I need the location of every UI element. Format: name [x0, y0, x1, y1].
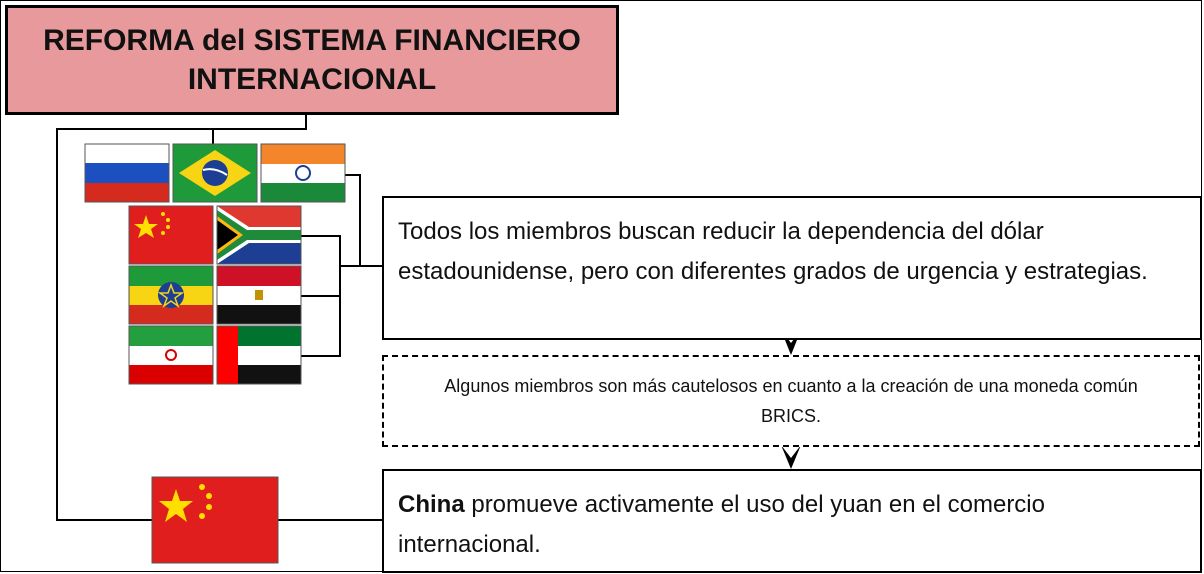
- india-flag: [260, 143, 346, 203]
- russia-flag: [84, 143, 170, 203]
- dependency-reduction-text: Todos los miembros buscan reducir la dep…: [398, 218, 1148, 285]
- south-africa-flag: [216, 205, 302, 265]
- bracket-india: [345, 174, 361, 266]
- brazil-flag: [172, 143, 258, 203]
- dependency-reduction-box: Todos los miembros buscan reducir la dep…: [382, 196, 1202, 340]
- cautious-members-box: Algunos miembros son más cautelosos en c…: [382, 355, 1200, 447]
- china-label: China: [398, 491, 465, 518]
- egypt-flag: [216, 265, 302, 325]
- china-yuan-box: China promueve activamente el uso del yu…: [382, 469, 1202, 573]
- china-flag: [128, 205, 214, 265]
- diagram-title: REFORMA del SISTEMA FINANCIERO INTERNACI…: [5, 5, 619, 115]
- china-yuan-text: promueve activamente el uso del yuan en …: [398, 491, 1045, 558]
- arrow-down-icon: [781, 445, 801, 469]
- ethiopia-flag: [128, 265, 214, 325]
- uae-flag: [216, 325, 302, 385]
- cautious-members-text: Algunos miembros son más cautelosos en c…: [444, 376, 1138, 426]
- arrow-down-icon: [781, 330, 801, 355]
- china-flag-large: [151, 476, 279, 564]
- title-to-china-connector: [56, 128, 306, 521]
- iran-flag: [128, 325, 214, 385]
